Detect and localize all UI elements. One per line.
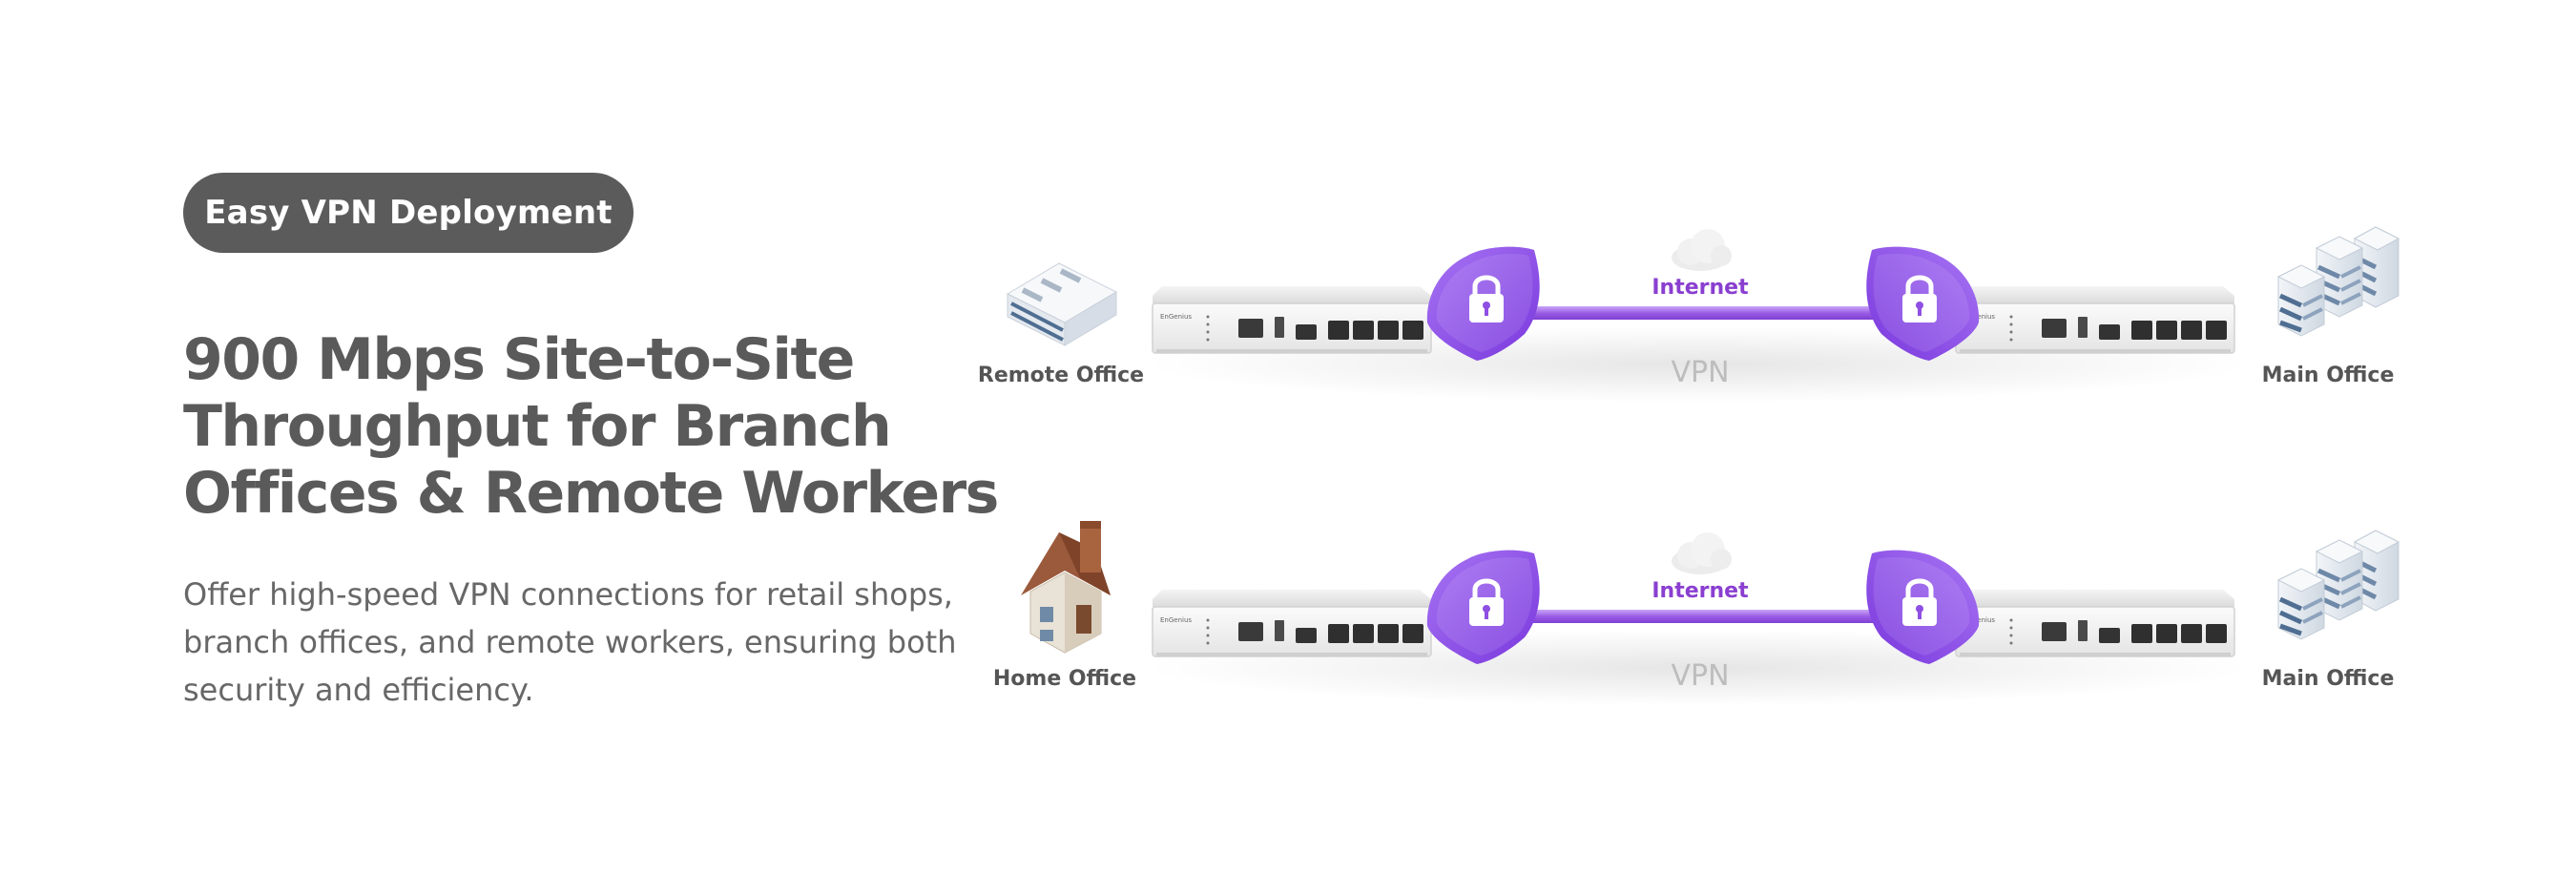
vpn-label: VPN: [1671, 356, 1729, 389]
office-building-icon: [1006, 262, 1118, 346]
house-icon: [1021, 521, 1111, 654]
buildings-icon: [2278, 531, 2399, 639]
page-title: 900 Mbps Site-to-Site Throughput for Bra…: [183, 326, 999, 527]
description-line-2: branch offices, and remote workers, ensu…: [183, 624, 957, 660]
cloud-icon: [1672, 229, 1732, 271]
site-label-main-office: Main Office: [2262, 364, 2395, 387]
buildings-icon: [2278, 227, 2399, 336]
router-left: [1152, 285, 1432, 354]
cloud-icon: [1672, 532, 1732, 574]
router-left: [1152, 589, 1432, 657]
vpn-row-remote-office: Remote Office Internet VPN Main Office: [978, 227, 2399, 403]
site-label-remote-office: Remote Office: [978, 364, 1144, 387]
vpn-row-home-office: Home Office Internet VPN Main Office: [993, 521, 2399, 706]
section-badge: Easy VPN Deployment: [183, 173, 634, 253]
vpn-tunnel: [1503, 610, 1903, 623]
page-title-line-3: Offices & Remote Workers: [183, 460, 999, 527]
vpn-label: VPN: [1671, 659, 1729, 693]
page-title-line-2: Throughput for Branch: [183, 393, 892, 460]
description-line-3: security and efficiency.: [183, 672, 534, 708]
router-right: [1955, 589, 2235, 657]
description: Offer high-speed VPN connections for ret…: [183, 571, 957, 714]
page-title-line-1: 900 Mbps Site-to-Site: [183, 326, 855, 393]
vpn-tunnel: [1503, 306, 1903, 320]
internet-label: Internet: [1652, 276, 1749, 300]
router-right: [1955, 285, 2235, 354]
site-label-home-office: Home Office: [993, 667, 1136, 691]
description-line-1: Offer high-speed VPN connections for ret…: [183, 576, 953, 613]
site-label-main-office: Main Office: [2262, 667, 2395, 691]
internet-label: Internet: [1652, 579, 1749, 603]
